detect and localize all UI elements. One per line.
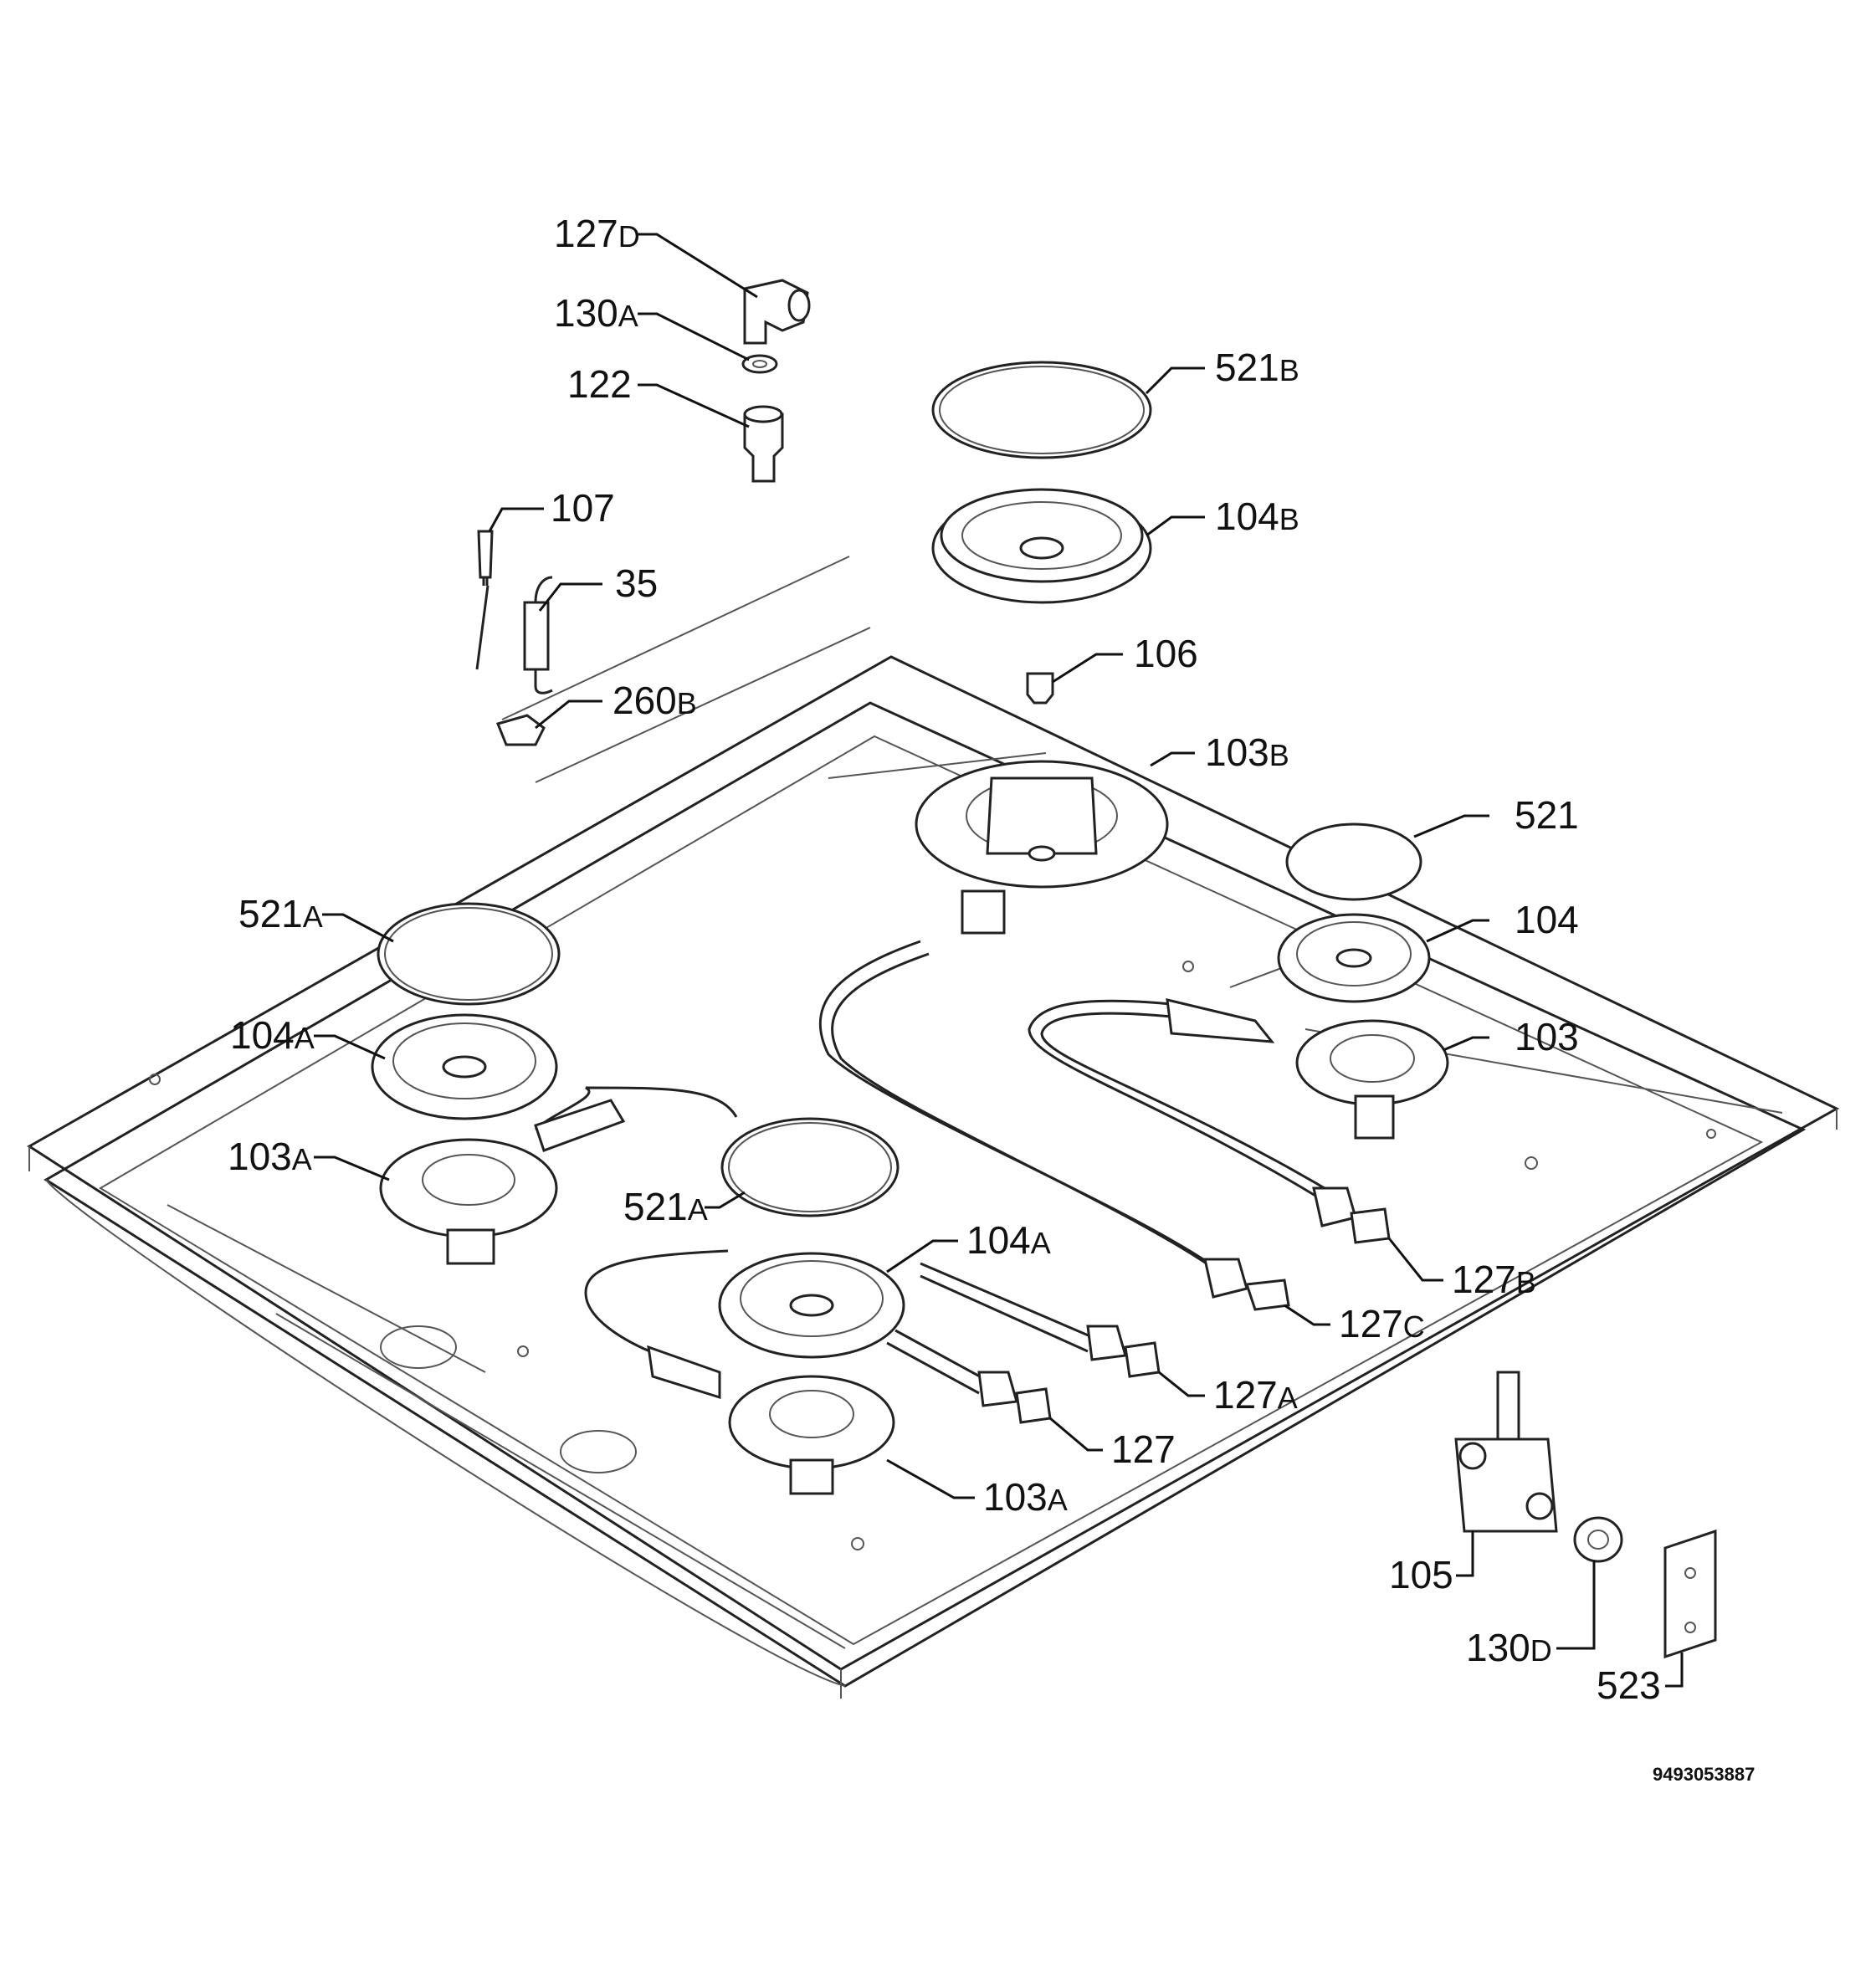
burner-cap-521: [1285, 823, 1422, 901]
label-127: 127: [1111, 1427, 1176, 1471]
label-127d-top: 127D: [554, 212, 640, 255]
label-521: 521: [1515, 793, 1579, 837]
label-127a: 127A: [1213, 1373, 1298, 1417]
injector-106: [1026, 672, 1054, 705]
nut-130d: [1573, 1516, 1623, 1563]
label-105: 105: [1389, 1553, 1453, 1596]
hob-base-tray: [27, 556, 1840, 1699]
label-103a-bottom: 103A: [983, 1475, 1068, 1519]
burner-base-103a-left: [379, 1138, 558, 1265]
flame-spreader-104a-left: [371, 1013, 558, 1120]
burner-cap-521b: [931, 361, 1152, 459]
label-130a-top: 130A: [554, 291, 638, 335]
label-523: 523: [1597, 1663, 1661, 1707]
label-103: 103: [1515, 1015, 1579, 1058]
connector-122: [743, 405, 784, 483]
burner-base-103b: [915, 760, 1169, 935]
label-104: 104: [1515, 898, 1579, 941]
label-521a-center: 521A: [623, 1185, 708, 1228]
document-number: 9493053887: [1653, 1764, 1755, 1785]
label-127b: 127B: [1452, 1258, 1536, 1301]
label-104b: 104B: [1215, 495, 1299, 538]
gas-pipe-127: [584, 1249, 1052, 1424]
burner-cap-521a-center: [720, 1117, 900, 1217]
burner-cap-521a-left: [377, 902, 561, 1006]
washer-130a: [741, 354, 778, 374]
clip-260b: [495, 714, 546, 746]
label-35: 35: [615, 561, 658, 605]
label-106: 106: [1134, 632, 1198, 675]
leader-lines: [314, 233, 1684, 1688]
label-521a-left: 521A: [238, 892, 323, 935]
gas-pipe-127c: [818, 940, 1290, 1311]
label-107: 107: [551, 486, 615, 530]
burner-base-103a-bottom: [728, 1375, 895, 1495]
label-103a-left: 103A: [228, 1135, 312, 1178]
elbow-connector-127d: [743, 279, 811, 345]
ignition-electrode-35: [523, 576, 553, 694]
bracket-523: [1663, 1529, 1717, 1659]
label-104a-center: 104A: [966, 1218, 1051, 1262]
label-103b: 103B: [1205, 730, 1289, 774]
flame-spreader-104a-center: [718, 1252, 905, 1359]
burner-base-103: [1295, 1019, 1449, 1140]
label-521b: 521B: [1215, 346, 1299, 389]
label-104a-left: 104A: [230, 1013, 315, 1057]
flame-spreader-104: [1277, 913, 1431, 1003]
label-127c: 127C: [1339, 1302, 1425, 1345]
label-130d: 130D: [1466, 1626, 1552, 1669]
gas-pipe-127a: [534, 1086, 1161, 1378]
thermocouple-107: [475, 530, 494, 670]
label-122: 122: [567, 362, 632, 406]
part-labels: 127D 130A 122 107 35 260B 521B 104B 106 …: [228, 212, 1661, 1707]
gas-valve-105: [1454, 1371, 1558, 1533]
flame-spreader-104b: [931, 488, 1152, 604]
label-260b: 260B: [613, 679, 697, 722]
